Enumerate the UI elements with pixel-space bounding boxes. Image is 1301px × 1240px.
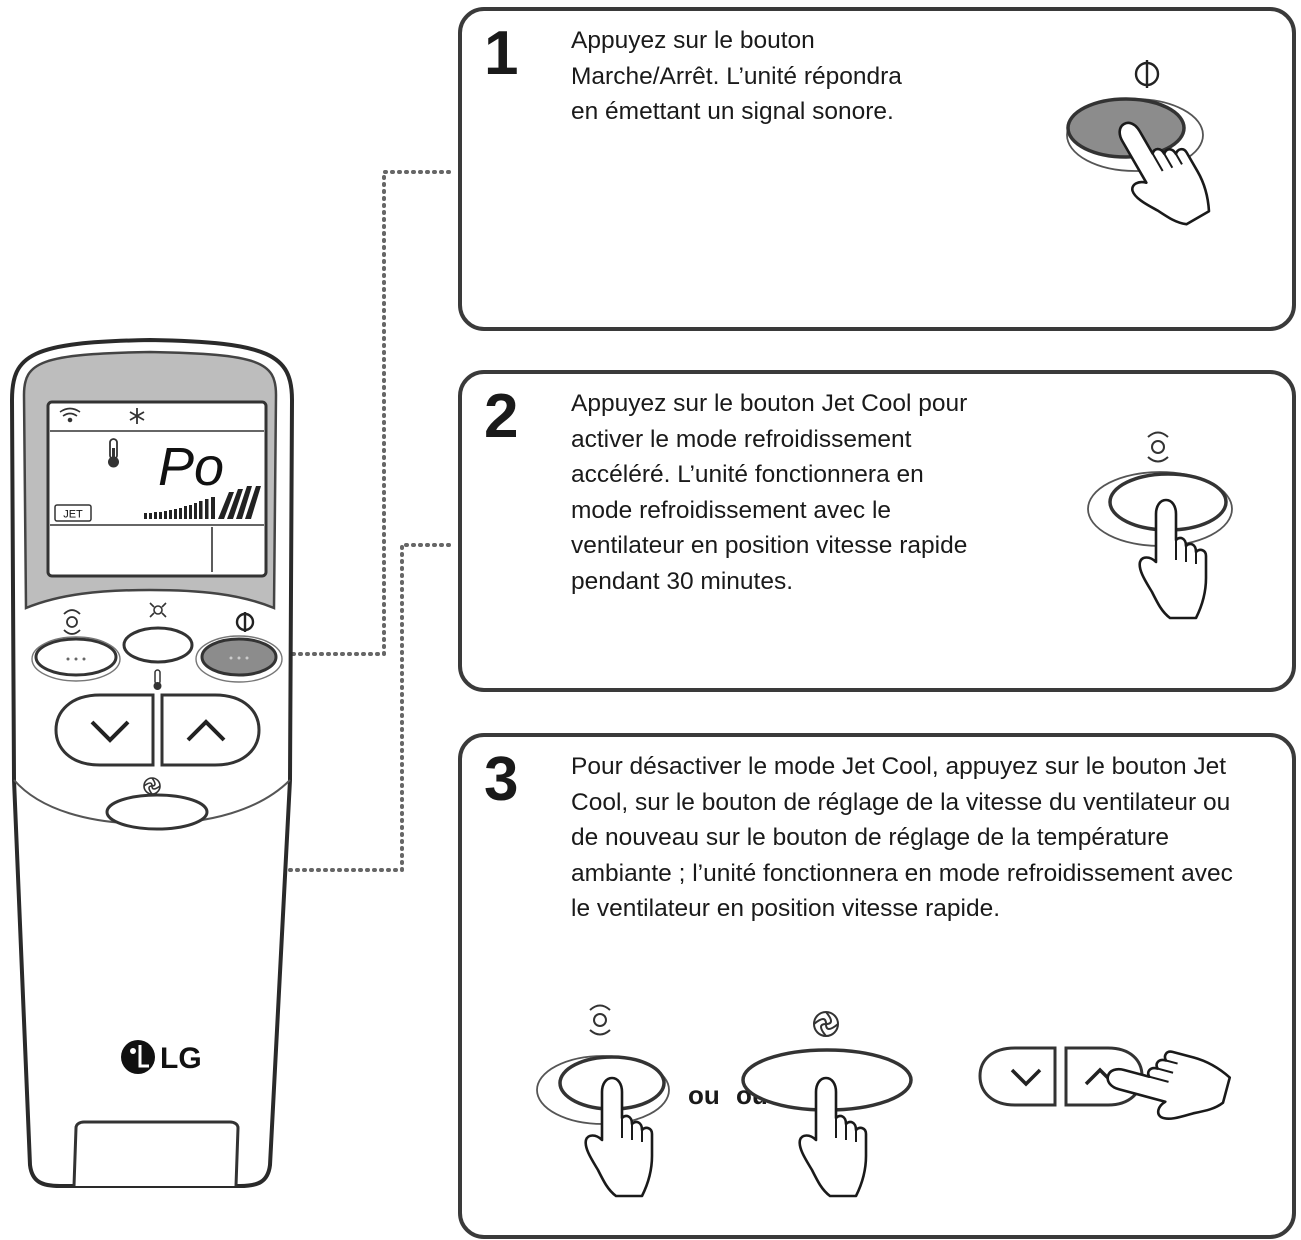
temperature-down-button[interactable] xyxy=(54,693,155,767)
fan-icon xyxy=(813,1011,839,1037)
step-1-number: 1 xyxy=(484,19,519,88)
step-2-line: accéléré. L’unité fonctionnera en xyxy=(571,461,924,488)
power-icon xyxy=(235,612,255,632)
fan-speed-bars xyxy=(144,486,261,519)
step-3-box: 3 Pour désactiver le mode Jet Cool, appu… xyxy=(458,733,1296,1239)
power-icon xyxy=(1134,60,1160,88)
step-1-line: Marche/Arrêt. L’unité répondra xyxy=(571,62,902,90)
step-3-line: Pour désactiver le mode Jet Cool, appuye… xyxy=(571,753,1227,780)
step-3-line: Cool, sur le bouton de réglage de la vit… xyxy=(571,788,1231,816)
step-2-illustration xyxy=(1087,431,1233,620)
jet-cool-icon xyxy=(63,609,81,635)
step-1-illustration xyxy=(1066,60,1219,241)
step-2-line: activer le mode refroidissement xyxy=(571,425,912,453)
snowflake-icon xyxy=(129,408,145,424)
or-label: ou xyxy=(688,1080,720,1110)
display-text: Po xyxy=(158,437,224,497)
step-1-text: Appuyez sur le bouton Marche/Arrêt. L’un… xyxy=(571,23,991,130)
chevron-down-icon xyxy=(90,720,130,743)
jet-cool-button[interactable] xyxy=(34,637,118,677)
step-3-line: le ventilateur en position vitesse rapid… xyxy=(571,895,1001,922)
brand-text: LG xyxy=(160,1042,202,1075)
jet-cool-icon xyxy=(1147,431,1169,463)
step-3-line: ambiante ; l’unité fonctionnera en mode … xyxy=(571,859,1233,887)
lcd-display: Po JET xyxy=(46,400,268,578)
chevron-down-icon xyxy=(1010,1068,1042,1087)
step-2-line: ventilateur en position vitesse rapide xyxy=(571,532,968,559)
step-2-line: pendant 30 minutes. xyxy=(571,567,794,595)
step-3-illustration xyxy=(536,1004,1234,1198)
swing-button[interactable] xyxy=(122,626,194,664)
step-2-line: mode refroidissement avec le xyxy=(571,496,892,524)
step-1-line: en émettant un signal sonore. xyxy=(571,98,894,125)
step-2-number: 2 xyxy=(484,382,519,451)
lg-logo: LG xyxy=(121,1040,202,1075)
fan-speed-button[interactable] xyxy=(105,793,209,831)
step-2-text: Appuyez sur le bouton Jet Cool pour acti… xyxy=(571,386,1011,599)
battery-cover xyxy=(72,1120,240,1187)
step-2-line: Appuyez sur le bouton Jet Cool pour xyxy=(571,390,968,417)
thermometer-icon xyxy=(153,669,162,690)
wifi-icon xyxy=(59,407,81,423)
step-3-line: de nouveau sur le bouton de réglage de l… xyxy=(571,824,1169,851)
step-3-number: 3 xyxy=(484,745,519,814)
step-3-text: Pour désactiver le mode Jet Cool, appuye… xyxy=(571,749,1281,927)
step-1-line: Appuyez sur le bouton xyxy=(571,27,815,54)
chevron-up-icon xyxy=(186,719,226,742)
remote-control: Po JET xyxy=(9,337,295,1188)
swing-icon xyxy=(149,602,167,618)
jet-cool-icon xyxy=(589,1004,611,1036)
jet-badge: JET xyxy=(63,509,83,521)
thermometer-icon xyxy=(108,438,119,468)
temperature-up-button[interactable] xyxy=(160,693,261,767)
